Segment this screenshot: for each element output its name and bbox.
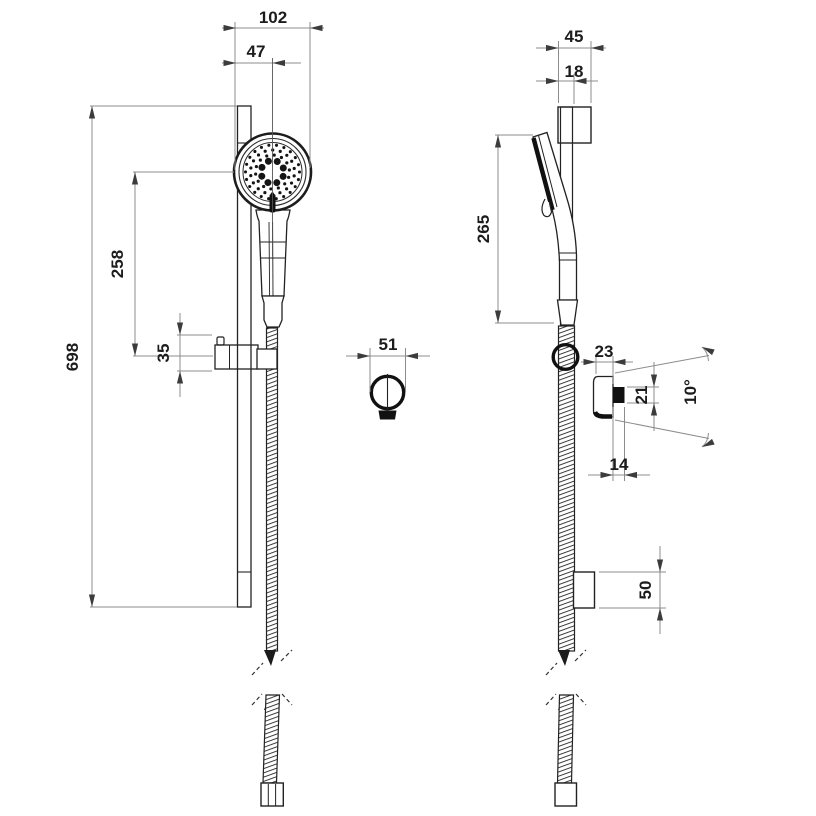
- dim-102: 102: [259, 8, 287, 27]
- side-hose-end: [554, 694, 578, 807]
- dim-18: 18: [565, 62, 584, 81]
- dim-265: 265: [474, 215, 493, 243]
- holder-ring-side: [551, 343, 580, 372]
- side-hose: [551, 325, 580, 666]
- dim-698: 698: [63, 343, 82, 371]
- dim-10deg: 10°: [681, 379, 700, 405]
- handset-hook: [541, 198, 553, 218]
- holder-top-view-detail: [369, 374, 406, 420]
- side-hose-connector: [554, 782, 578, 807]
- hose-connector: [260, 782, 284, 807]
- dimension-lines: [90, 22, 710, 634]
- front-rail: [236, 105, 252, 608]
- dim-258: 258: [108, 250, 127, 278]
- front-break-marks: [251, 649, 293, 706]
- side-bottom-bracket: [572, 571, 596, 609]
- side-break-marks: [545, 649, 587, 706]
- holder-knob: [216, 336, 225, 346]
- dim-21: 21: [632, 386, 651, 405]
- side-view: [531, 106, 625, 807]
- front-hose-end: [260, 694, 284, 807]
- dim-51: 51: [379, 335, 398, 354]
- front-handset-handle: [255, 209, 291, 328]
- holder-pin: [613, 387, 625, 403]
- dim-45: 45: [565, 27, 584, 46]
- dim-14: 14: [610, 455, 629, 474]
- side-handset: [531, 131, 579, 326]
- front-view: [214, 105, 313, 807]
- dim-50: 50: [636, 581, 655, 600]
- spray-face-edge: [531, 137, 555, 211]
- hose-clamp: [256, 348, 278, 370]
- side-top-bracket: [557, 106, 592, 144]
- side-holder-detail: [592, 375, 625, 419]
- dim-35: 35: [154, 344, 173, 363]
- dim-47: 47: [247, 42, 266, 61]
- front-hose: [264, 327, 279, 666]
- dimension-arrows: [88, 24, 715, 621]
- front-slider-holder: [214, 336, 278, 370]
- dim-23: 23: [595, 342, 614, 361]
- dimension-labels: 102 47 698 258 35 51 45 18 265 23 21 10°…: [63, 8, 700, 599]
